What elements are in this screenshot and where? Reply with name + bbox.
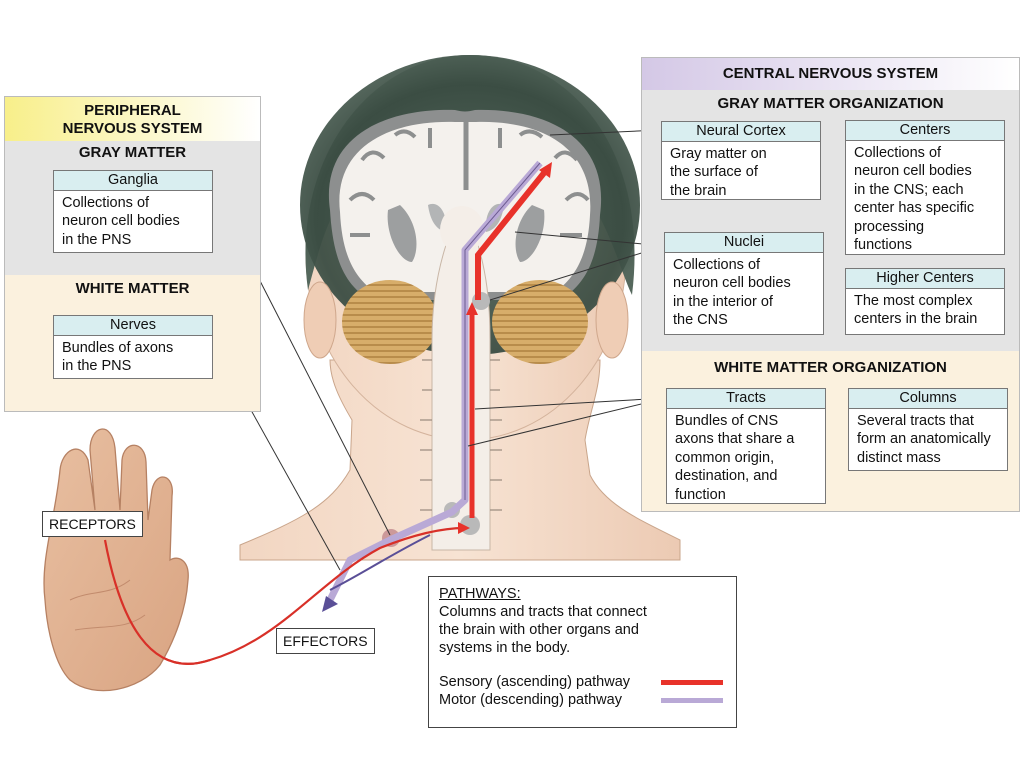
legend-sensory: Sensory (ascending) pathway: [439, 673, 726, 691]
ganglia-label: Ganglia Collections of neuron cell bodie…: [53, 170, 213, 253]
cerebellum-left: [342, 280, 438, 364]
nuclei-description: Collections of neuron cell bodies in the…: [673, 257, 791, 329]
cns-title: CENTRAL NERVOUS SYSTEM: [722, 65, 939, 82]
tracts-title: Tracts: [667, 389, 825, 409]
ganglia-title: Ganglia: [54, 171, 212, 191]
nerves-label: Nerves Bundles of axons in the PNS: [53, 315, 213, 379]
nerves-description: Bundles of axons in the PNS: [62, 340, 174, 375]
tracts-label: Tracts Bundles of CNS axons that share a…: [666, 388, 826, 504]
centers-label: Centers Collections of neuron cell bodie…: [845, 120, 1005, 255]
sensory-pathway: [475, 166, 551, 300]
columns-title: Columns: [849, 389, 1007, 409]
cerebellum-right: [492, 280, 588, 364]
legend-sensory-label: Sensory (ascending) pathway: [439, 674, 631, 690]
legend-motor-label: Motor (descending) pathway: [439, 692, 622, 708]
pathways-line-1: Columns and tracts that connect: [439, 604, 647, 620]
pns-title-line-1: PERIPHERAL: [84, 102, 181, 119]
pathways-line-3: systems in the body.: [439, 640, 571, 656]
ganglia-description: Collections of neuron cell bodies in the…: [62, 195, 180, 248]
pathways-title: PATHWAYS:: [439, 586, 521, 602]
pns-white-header: WHITE MATTER: [75, 280, 190, 297]
pathways-line-2: the brain with other organs and: [439, 622, 639, 638]
legend-motor-swatch: [661, 697, 723, 703]
higher-centers-label: Higher Centers The most complex centers …: [845, 268, 1005, 335]
cns-white-header: WHITE MATTER ORGANIZATION: [714, 359, 947, 376]
pns-title-bg: [5, 97, 260, 141]
columns-label: Columns Several tracts that form an anat…: [848, 388, 1008, 471]
pathways-legend: PATHWAYS: Columns and tracts that connec…: [428, 576, 737, 728]
legend-motor: Motor (descending) pathway: [439, 691, 726, 709]
centers-description: Collections of neuron cell bodies in the…: [854, 145, 975, 254]
cns-title-bg: [642, 58, 1019, 90]
spinal-cord: [431, 244, 491, 551]
neural-cortex-title: Neural Cortex: [662, 122, 820, 142]
neural-cortex-description: Gray matter on the surface of the brain: [670, 146, 767, 199]
cns-gray-header: GRAY MATTER ORGANIZATION: [717, 95, 944, 112]
receptors-label: RECEPTORS: [42, 511, 143, 537]
pns-title: PERIPHERAL NERVOUS SYSTEM: [5, 102, 260, 138]
higher-centers-description: The most complex centers in the brain: [854, 293, 978, 328]
pns-title-line-2: NERVOUS SYSTEM: [62, 120, 203, 137]
columns-description: Several tracts that form an anatomically…: [857, 413, 991, 466]
nuclei-title: Nuclei: [665, 233, 823, 253]
nuclei-label: Nuclei Collections of neuron cell bodies…: [664, 232, 824, 335]
legend-sensory-swatch: [661, 679, 723, 685]
pns-panel: PERIPHERAL NERVOUS SYSTEM GRAY MATTER WH…: [4, 96, 261, 412]
effectors-label: EFFECTORS: [276, 628, 375, 654]
pns-gray-header: GRAY MATTER: [78, 144, 187, 161]
nerves-title: Nerves: [54, 316, 212, 336]
hand: [43, 428, 189, 692]
higher-centers-title: Higher Centers: [846, 269, 1004, 289]
neural-cortex-label: Neural Cortex Gray matter on the surface…: [661, 121, 821, 200]
centers-title: Centers: [846, 121, 1004, 141]
tracts-description: Bundles of CNS axons that share a common…: [675, 413, 795, 503]
